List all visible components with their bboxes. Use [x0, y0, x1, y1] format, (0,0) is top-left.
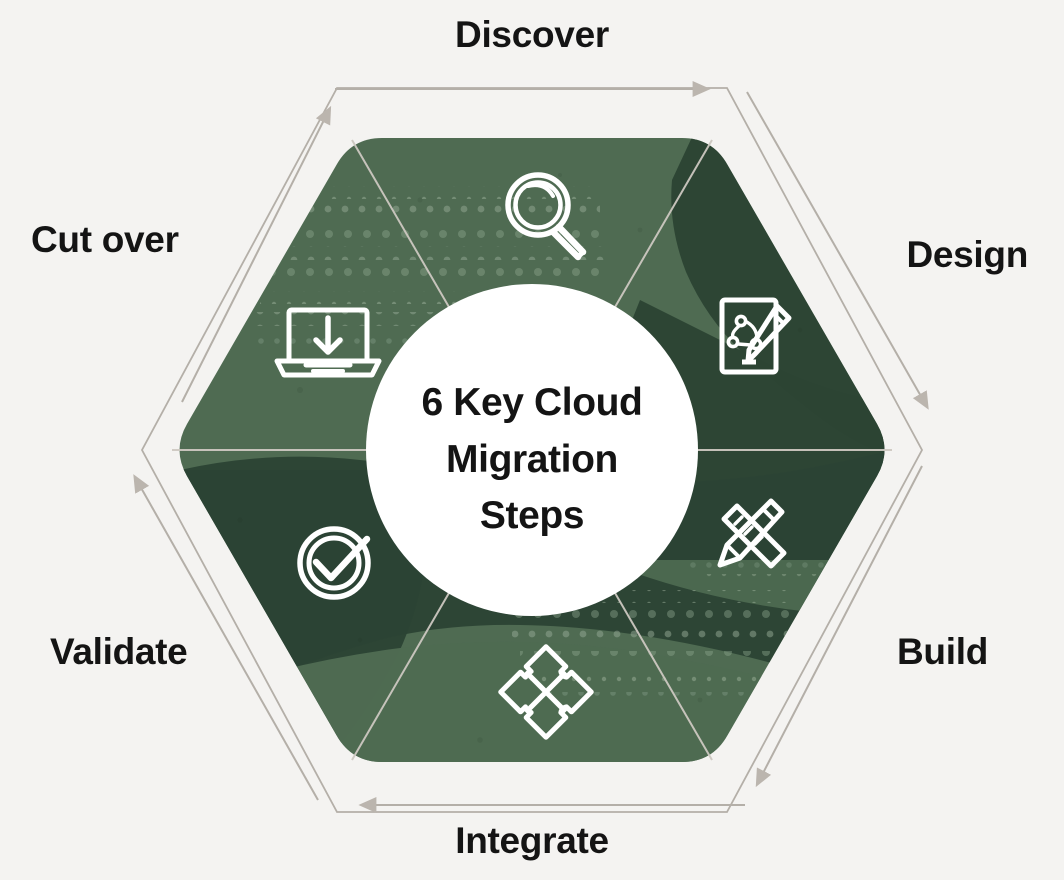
ruler-pencil-icon: [717, 498, 787, 569]
step-label-integrate[interactable]: Integrate: [455, 820, 609, 861]
center-title: 6 Key Cloud Migration Steps: [382, 375, 682, 545]
arrow-lower-left: [133, 474, 319, 801]
center-circle: [366, 284, 698, 616]
arrow-lower-right: [755, 465, 923, 788]
center-title-line-2: Migration: [446, 437, 618, 481]
puzzle-icon: [498, 644, 594, 740]
step-label-design[interactable]: Design: [906, 234, 1028, 275]
arrow-upper-left: [181, 105, 332, 403]
step-label-validate[interactable]: Validate: [50, 631, 188, 672]
step-label-cutover[interactable]: Cut over: [31, 219, 179, 260]
arrow-upper-right: [746, 91, 929, 410]
tablet-pencil-icon: [719, 297, 792, 375]
step-label-build[interactable]: Build: [897, 631, 988, 672]
center-title-line-1: 6 Key Cloud: [421, 381, 643, 425]
check-circle-icon: [297, 526, 371, 600]
laptop-download-icon: [274, 307, 382, 378]
outer-hexagon-outline: [140, 87, 924, 813]
center-title-line-3: Steps: [479, 494, 585, 538]
magnifier-icon: [505, 172, 587, 261]
step-label-discover[interactable]: Discover: [455, 14, 609, 55]
